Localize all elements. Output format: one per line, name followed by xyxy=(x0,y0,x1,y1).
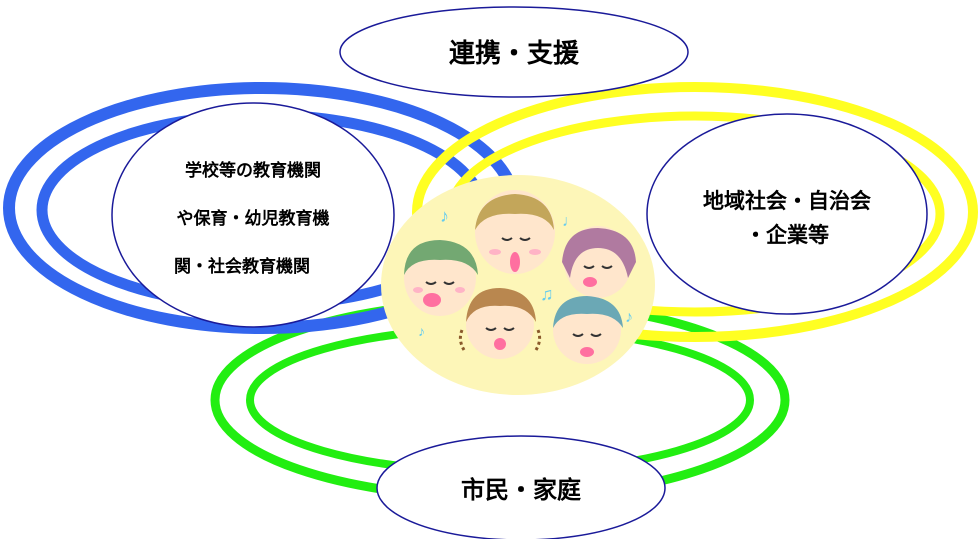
child-face-top xyxy=(475,190,555,274)
node-support-label: 連携・支援 xyxy=(449,38,580,69)
node-education: 学校等の教育機関 や保育・幼児教育機 関・社会教育機関 xyxy=(111,102,395,328)
node-education-line-2: や保育・幼児教育機 xyxy=(177,208,330,229)
node-community-line-1: 地域社会・自治会 xyxy=(703,189,871,213)
child-face-bottom-right xyxy=(553,296,623,364)
node-family-label: 市民・家庭 xyxy=(461,476,581,504)
svg-text:♪: ♪ xyxy=(440,206,449,226)
svg-text:♪: ♪ xyxy=(625,309,633,326)
node-family: 市民・家庭 xyxy=(376,435,666,539)
node-education-line-1: 学校等の教育機関 xyxy=(185,160,321,181)
node-support: 連携・支援 xyxy=(339,6,689,98)
child-face-left xyxy=(404,240,478,316)
child-face-bottom xyxy=(458,288,542,359)
music-note-icon: ♪ ♩ ♫ ♪ ♪ xyxy=(418,206,633,340)
svg-text:♩: ♩ xyxy=(562,213,578,230)
node-community: 地域社会・自治会 ・企業等 xyxy=(646,113,928,315)
svg-text:♪: ♪ xyxy=(418,325,425,340)
child-face-right xyxy=(562,226,636,298)
node-education-line-3: 関・社会教育機関 xyxy=(174,256,310,277)
node-community-line-2: ・企業等 xyxy=(745,223,829,247)
children-faces-icon: ♪ ♩ ♫ ♪ ♪ xyxy=(381,175,655,395)
svg-text:♫: ♫ xyxy=(540,284,554,304)
